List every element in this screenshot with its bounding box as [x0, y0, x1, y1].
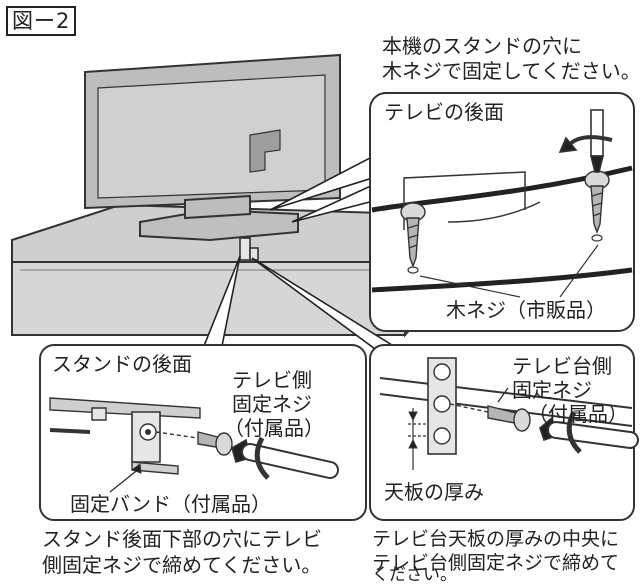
- stand-side-screw-label-1: テレビ台側: [512, 354, 612, 378]
- panel-tv-rear: [369, 92, 635, 332]
- screwdriver-icon: [558, 109, 613, 173]
- bottom-right-caption-line-2: テレビ台側固定ネジで締めて: [372, 552, 620, 574]
- top-caption-line-1: 本機のスタンドの穴に: [382, 34, 582, 58]
- screwdriver-icon: [231, 436, 339, 480]
- panel-tv-rear-title: テレビの後面: [384, 100, 504, 124]
- panel-stand-rear-title: スタンドの後面: [52, 352, 192, 376]
- panel-stand-rear: [39, 344, 367, 521]
- stand-side-screw-label-2: 固定ネジ: [512, 378, 592, 402]
- top-caption-line-2: 木ネジで固定してください。: [382, 59, 641, 83]
- stand-side-screw-label-3: （付属品）: [528, 402, 628, 426]
- tv-side-screw-label-1: テレビ側: [232, 368, 312, 392]
- callout-lines: [202, 143, 402, 362]
- bottom-left-caption-line-1: スタンド後面下部の穴にテレビ: [42, 527, 322, 551]
- stand-side-screw-icon: [487, 405, 531, 432]
- tv-side-screw-label-3: （付属品）: [224, 416, 324, 440]
- figure-label: 図ー2: [6, 6, 77, 36]
- bottom-right-caption-line-3: ください。: [372, 565, 457, 585]
- wood-screw-left-icon: [400, 202, 426, 268]
- television: [84, 53, 341, 242]
- panel-tv-stand: [369, 344, 639, 521]
- screwdriver-icon: [539, 410, 639, 454]
- fixing-band-label: 固定バンド（付属品）: [70, 492, 271, 516]
- wood-screw-right-icon: [584, 170, 610, 234]
- wood-screw-label: 木ネジ（市販品）: [446, 298, 606, 322]
- tv-side-screw-label-2: 固定ネジ: [232, 392, 312, 416]
- tv-side-screw-icon: [197, 431, 233, 456]
- board-thickness-label: 天板の厚み: [384, 480, 484, 504]
- bottom-left-caption-line-2: 側固定ネジで締めてください。: [42, 553, 322, 577]
- bottom-right-caption-line-1: テレビ台天板の厚みの中央に: [372, 528, 620, 550]
